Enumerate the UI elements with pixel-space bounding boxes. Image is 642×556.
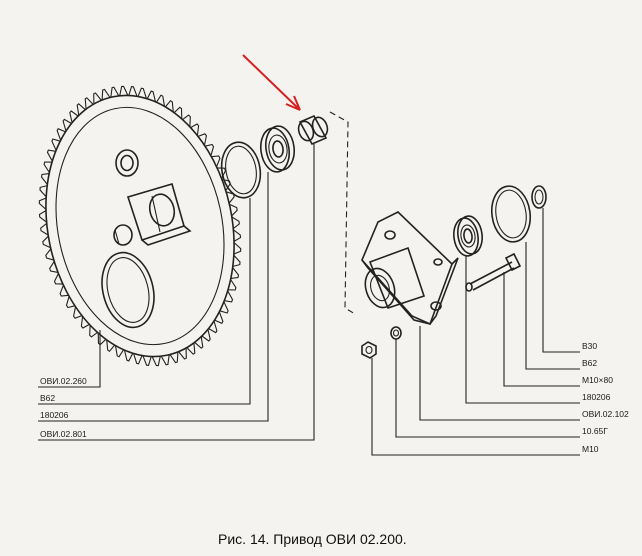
sprocket-tooth: [101, 88, 111, 101]
sprocket-tooth: [178, 347, 187, 360]
sprocket-tooth: [214, 311, 224, 325]
small-washer: [531, 185, 547, 209]
sprocket-tooth: [233, 229, 242, 242]
sprocket-tooth: [38, 210, 47, 223]
sprocket-tooth: [51, 138, 61, 151]
sprocket-tooth: [190, 123, 200, 136]
sprocket-tooth: [217, 167, 227, 179]
sprocket-tooth: [128, 86, 138, 97]
sprocket-tooth: [211, 155, 221, 167]
sprocket-tooth: [110, 86, 120, 98]
spring-washer: [390, 326, 402, 340]
sprocket-tooth: [56, 127, 66, 141]
sprocket-tooth: [46, 149, 56, 162]
sprocket-tooth: [133, 353, 143, 365]
bolt: [465, 252, 522, 292]
label-right-circlip: В62: [582, 358, 597, 368]
right-circlip: [490, 185, 532, 243]
sprocket-tooth: [146, 90, 157, 103]
sprocket-tooth: [204, 143, 215, 156]
sprocket-tooth: [49, 261, 59, 273]
bearing-housing: [361, 211, 459, 326]
assembly-axis: [329, 111, 356, 315]
sprocket-tooth: [137, 87, 147, 99]
red-arrow-annotation: [242, 54, 301, 111]
nut: [361, 341, 377, 359]
left-leader-lines: [38, 144, 315, 441]
sprocket-tooth: [208, 320, 218, 334]
sprocket-tooth: [160, 354, 170, 366]
figure-caption: Рис. 14. Привод ОВИ 02.200.: [218, 531, 407, 547]
sprocket-tooth: [197, 133, 207, 146]
sprocket-tooth: [65, 296, 76, 309]
sprocket-tooth: [230, 267, 240, 279]
label-washer: В30: [582, 341, 597, 351]
label-right-bearing: 180206: [582, 392, 611, 402]
sprocket-tooth: [89, 325, 98, 338]
sprocket-tooth: [182, 114, 191, 127]
sprocket-tooth: [219, 301, 229, 314]
label-nut: М10: [582, 444, 599, 454]
right-leader-lines: [371, 208, 580, 456]
sprocket-tooth: [97, 332, 107, 346]
small-plug: [113, 224, 133, 246]
sprocket-tooth: [62, 118, 72, 132]
spacer-bushing: [297, 114, 329, 146]
label-housing: ОВИ.02.102: [582, 409, 629, 419]
sprocket-tooth: [186, 342, 196, 355]
sprocket-tooth: [73, 306, 83, 319]
sprocket-tooth: [224, 290, 234, 303]
sprocket-tooth: [123, 349, 134, 362]
sprocket-tooth: [76, 103, 86, 116]
sprocket-tooth: [80, 316, 90, 329]
sprocket-tooth: [164, 99, 174, 113]
sprocket-tooth: [40, 222, 49, 236]
sprocket-tooth: [151, 356, 161, 367]
sprocket-tooth: [155, 94, 166, 107]
sprocket-tooth: [173, 106, 183, 120]
sprocket-tooth: [142, 355, 152, 366]
label-spacer: ОВИ.02.801: [40, 429, 87, 439]
label-left-circlip: В62: [40, 393, 55, 403]
sprocket-tooth: [39, 185, 48, 198]
left-circlip: [220, 141, 262, 199]
sprocket-tooth: [231, 216, 240, 230]
right-bearing: [453, 215, 483, 257]
sprocket-tooth: [45, 248, 55, 261]
sprocket-tooth: [194, 336, 204, 349]
label-spring-washer: 10.65Г: [582, 426, 608, 436]
sprocket-tooth: [233, 242, 242, 255]
sprocket-tooth: [59, 285, 69, 297]
sprocket-tooth: [40, 173, 50, 185]
sprocket-tooth: [69, 110, 79, 123]
sprocket-tooth: [227, 279, 237, 291]
sprocket-tooth: [119, 85, 129, 96]
sprocket-tooth: [38, 197, 47, 210]
sprocket-gear: [38, 85, 242, 367]
sprocket-tooth: [114, 345, 125, 358]
sprocket-tooth: [93, 92, 102, 105]
label-sprocket: ОВИ.02.260: [40, 376, 87, 386]
label-bolt: М10×80: [582, 375, 613, 385]
sprocket-hub: [126, 183, 192, 246]
label-left-bearing: 180206: [40, 410, 69, 420]
sprocket-tooth: [106, 339, 116, 353]
small-bearing-upper: [115, 149, 139, 177]
sprocket-tooth: [84, 97, 94, 110]
sprocket-tooth: [43, 161, 53, 173]
sprocket-tooth: [169, 351, 179, 364]
sprocket-tooth: [229, 203, 238, 217]
sprocket-tooth: [42, 235, 51, 249]
sprocket-tooth: [232, 254, 241, 267]
sprocket-tooth: [53, 273, 63, 285]
sprocket-tooth: [225, 191, 235, 204]
left-bearing: [260, 125, 295, 173]
sprocket-tooth: [201, 329, 211, 342]
sprocket-inner-ring: [101, 251, 155, 329]
